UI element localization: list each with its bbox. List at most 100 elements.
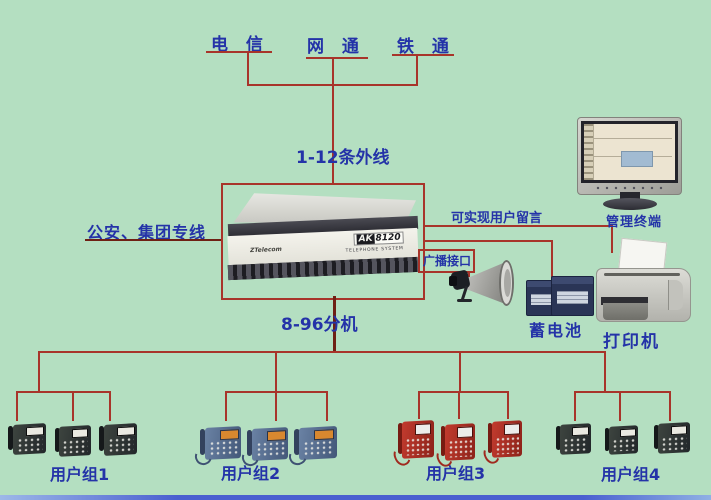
line-group3-riser bbox=[459, 351, 461, 392]
phone-display bbox=[670, 424, 688, 436]
line-g1-drop2 bbox=[72, 391, 74, 421]
line-telecom-underline bbox=[206, 51, 272, 53]
printer-side-panel bbox=[668, 280, 683, 310]
line-telecom-drop bbox=[247, 51, 249, 86]
phone-display bbox=[219, 429, 239, 440]
monitor-screen bbox=[584, 124, 675, 180]
phone bbox=[239, 427, 288, 470]
carrier-label-netcom: 网 通 bbox=[307, 37, 365, 57]
bottom-border-bar bbox=[0, 495, 711, 500]
external-lines-label: 1-12条外线 bbox=[296, 148, 390, 168]
phone bbox=[55, 425, 91, 457]
phone-keypad bbox=[496, 436, 520, 455]
phone-keypad bbox=[406, 436, 432, 456]
carrier-label-tietong: 铁 通 bbox=[397, 37, 455, 57]
phone bbox=[605, 425, 638, 455]
line-g1-drop3 bbox=[109, 391, 111, 421]
line-extension-bus bbox=[38, 351, 606, 353]
screen-divider-1 bbox=[594, 138, 672, 139]
line-speaker-drop bbox=[468, 271, 470, 277]
broadcast-port-box bbox=[418, 249, 475, 273]
phone-handset bbox=[441, 426, 446, 456]
phone-keypad bbox=[63, 438, 89, 454]
line-group4-bus bbox=[574, 391, 671, 393]
phone-keypad bbox=[256, 441, 285, 458]
phone bbox=[556, 423, 591, 455]
phone-handset bbox=[99, 425, 104, 452]
phone-handset bbox=[200, 428, 206, 456]
carrier-label-telecom: 电 信 bbox=[211, 35, 269, 55]
voicemail-label: 可实现用户留言 bbox=[451, 211, 543, 226]
printer-output-opening bbox=[601, 297, 648, 305]
phone bbox=[433, 423, 475, 470]
phone-handset bbox=[654, 424, 659, 450]
printer-label: 打印机 bbox=[603, 332, 660, 352]
phone-body bbox=[560, 423, 591, 455]
phone bbox=[654, 422, 690, 454]
phone-display bbox=[620, 427, 636, 438]
battery-right bbox=[551, 276, 594, 316]
phone-display bbox=[414, 423, 432, 436]
user-group-4-label: 用户组4 bbox=[601, 465, 661, 484]
pbx-model-subtitle: TELEPHONE SYSTEM bbox=[345, 245, 405, 254]
speaker-driver-cap bbox=[449, 276, 457, 286]
line-external-trunk bbox=[332, 57, 334, 184]
printer-feed-slot bbox=[604, 273, 680, 276]
phone-keypad bbox=[662, 435, 688, 451]
line-g4-drop2 bbox=[619, 391, 621, 421]
speaker-bracket-foot bbox=[457, 299, 472, 302]
line-g3-drop2 bbox=[458, 391, 460, 419]
screen-toolbar bbox=[584, 124, 594, 180]
phone-keypad bbox=[564, 436, 589, 452]
phone-handset bbox=[488, 423, 493, 453]
line-to-terminal bbox=[423, 225, 613, 227]
pbx-model-number: 8120 bbox=[375, 232, 401, 244]
phone-keypad bbox=[449, 439, 473, 458]
line-group1-bus bbox=[16, 391, 111, 393]
phone-handset bbox=[605, 427, 610, 451]
phone-keypad bbox=[304, 440, 334, 457]
battery-right-sticker bbox=[556, 291, 589, 305]
line-group4-riser bbox=[604, 351, 606, 393]
monitor-neck bbox=[620, 192, 640, 200]
line-g4-drop3 bbox=[669, 391, 671, 421]
line-battery-drop bbox=[551, 240, 553, 278]
phone-handset bbox=[294, 428, 300, 456]
monitor-buttons bbox=[596, 186, 664, 191]
line-g3-drop1 bbox=[418, 391, 420, 419]
line-to-printer bbox=[611, 225, 613, 253]
phone bbox=[480, 420, 522, 467]
phone-display bbox=[25, 425, 44, 437]
pbx-brand-logo: ZTelecom bbox=[249, 245, 282, 255]
line-g3-drop3 bbox=[507, 391, 509, 419]
user-group-1-label: 用户组1 bbox=[50, 465, 110, 484]
phone bbox=[192, 426, 241, 469]
line-group2-riser bbox=[275, 351, 277, 392]
speaker-horn-opening bbox=[504, 269, 511, 297]
line-g1-drop1 bbox=[16, 391, 18, 421]
phone-display bbox=[116, 426, 135, 437]
phone-body bbox=[658, 422, 690, 454]
line-tietong-drop bbox=[416, 54, 418, 86]
phone bbox=[99, 423, 137, 456]
line-dedicated bbox=[85, 239, 221, 241]
phone-display bbox=[71, 427, 89, 439]
phone bbox=[285, 426, 337, 469]
line-tietong-underline bbox=[392, 54, 454, 56]
phone-keypad bbox=[613, 437, 636, 453]
phone-display bbox=[266, 430, 286, 441]
dedicated-line-label: 公安、集团专线 bbox=[87, 223, 207, 242]
phone-display bbox=[503, 423, 520, 436]
line-g2-drop1 bbox=[225, 391, 227, 421]
line-g4-drop1 bbox=[574, 391, 576, 421]
phone-body bbox=[103, 423, 137, 456]
phone-handset bbox=[556, 425, 561, 451]
phone-body bbox=[608, 425, 638, 455]
screen-dialog-panel bbox=[621, 151, 653, 167]
line-group1-riser bbox=[38, 351, 40, 392]
monitor-base bbox=[603, 198, 657, 210]
phone-body bbox=[59, 425, 91, 457]
user-group-2-label: 用户组2 bbox=[221, 464, 281, 483]
